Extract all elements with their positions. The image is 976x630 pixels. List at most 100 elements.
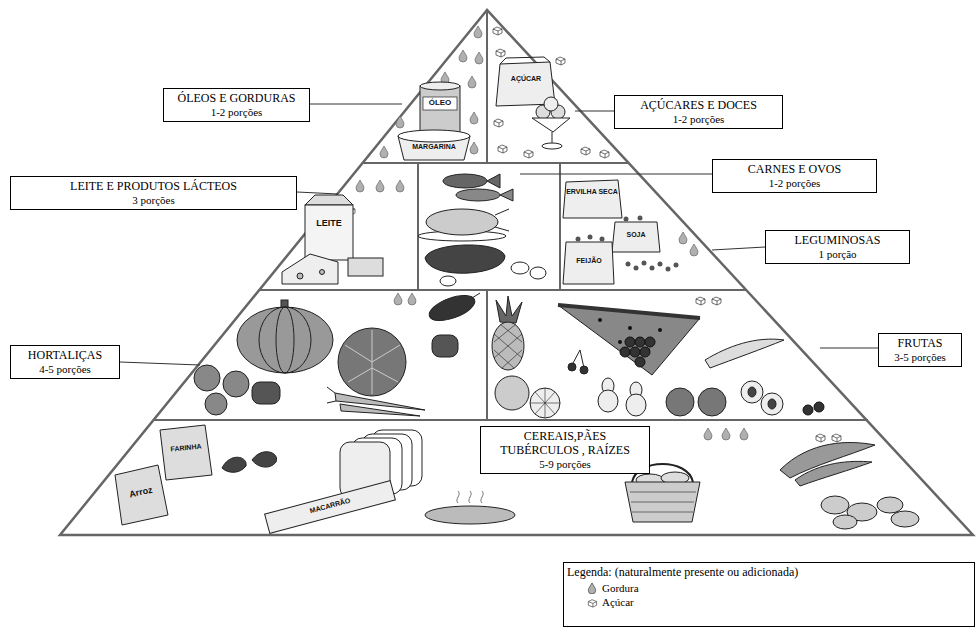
beans-part: [576, 237, 581, 242]
watermelon: [558, 305, 700, 375]
sugar-cubes-part: [493, 27, 502, 35]
cabbage-part: [338, 328, 406, 396]
food-group-box: CARNES E OVOS1-2 porções: [712, 159, 877, 193]
group-name: HORTALIÇAS: [18, 349, 112, 363]
sugar-cubes-part: [496, 49, 505, 57]
peaches: [741, 381, 783, 415]
roast-chicken-part: [495, 209, 509, 231]
watermelon-part: [558, 305, 700, 375]
pineapple-part: [494, 324, 522, 368]
legend-symbol-shape: [588, 600, 596, 607]
berries-part: [803, 405, 813, 415]
watermelon-part-part: [658, 328, 662, 332]
grapes-part: [625, 337, 635, 347]
steak-and-eggs-part: [440, 276, 456, 286]
banana-part: [705, 339, 784, 368]
fat-drops-part: [394, 293, 402, 305]
peppers-part: [252, 382, 280, 404]
portion-count: 5-9 porções: [488, 458, 642, 471]
margarine-tub-part: [398, 130, 470, 142]
fat-drops-part: [722, 428, 730, 440]
apples: [666, 388, 726, 416]
tomatoes: [194, 365, 249, 415]
carrots-part: [327, 387, 336, 403]
leader-lines-part: [712, 247, 765, 250]
cheese: [282, 254, 338, 284]
pyramid-outline-part-part: [363, 162, 629, 164]
legume-bags-part: [563, 242, 614, 284]
yogurt-cup: [348, 258, 383, 276]
oil-can-part: [420, 86, 460, 134]
beans-part: [588, 235, 593, 240]
fat-drops-part: [475, 52, 483, 64]
group-name: FRUTAS: [886, 337, 954, 351]
steak-and-eggs-part: [530, 267, 546, 279]
legend-text: Açúcar: [602, 596, 634, 608]
fat-drops: [356, 26, 748, 440]
beans-part: [674, 263, 679, 268]
pyramid-outline-part-part: [259, 289, 747, 291]
package-label: SOJA: [614, 231, 658, 238]
potatoes-part: [877, 497, 903, 513]
beans-part: [600, 237, 605, 242]
tortilla-part: [457, 491, 483, 503]
pyramid-outline-part-part: [417, 163, 419, 290]
peaches-part: [741, 381, 763, 403]
cherries: [568, 350, 588, 374]
pyramid-outline-part-part: [154, 419, 868, 421]
watermelon-part-part: [598, 318, 602, 322]
leader-lines-part: [310, 104, 402, 105]
package-label: MARGARINA: [404, 143, 464, 150]
sugar-cubes-part: [524, 150, 533, 158]
legend-entry: Açúcar: [586, 596, 634, 608]
oil-can-part: [420, 82, 460, 90]
group-name: CARNES E OVOS: [720, 163, 869, 177]
beans-part: [638, 216, 643, 221]
legend-text: Gordura: [602, 582, 639, 594]
leaves: [222, 452, 277, 473]
beans-part: [650, 266, 655, 271]
ice-cream-sundae-part: [532, 118, 570, 132]
eggplant: [426, 290, 480, 325]
leader-lines-part: [120, 362, 200, 365]
grapes-part: [620, 347, 630, 357]
fat-drops-part: [470, 112, 478, 124]
legend-frame: [564, 563, 975, 627]
package-label: FEIJÃO: [566, 257, 612, 264]
food-group-box: FRUTAS3-5 porções: [878, 333, 962, 367]
pineapple-part: [492, 322, 524, 370]
pasta-package-part: [265, 481, 396, 534]
fish-part: [487, 174, 500, 188]
yogurt-cup-part: [348, 258, 383, 276]
pears-part: [598, 390, 618, 412]
legume-bags-part: [563, 180, 622, 218]
cabbage-part: [345, 330, 400, 394]
fat-drops-part: [740, 428, 748, 440]
group-name: AÇÚCARES E DOCES: [622, 99, 775, 113]
milk-carton-part: [305, 195, 353, 205]
steak-and-eggs-part: [511, 262, 529, 274]
fat-drops-part: [679, 232, 687, 244]
portion-count: 4-5 porções: [18, 363, 112, 376]
legume-bags: [563, 180, 660, 284]
banana: [705, 339, 784, 368]
pineapple-part: [496, 296, 522, 323]
package-label: ÓLEO: [423, 99, 457, 107]
portion-count: 1-2 porções: [622, 113, 775, 126]
grapes-part: [635, 357, 645, 367]
bread-basket-part: [630, 492, 696, 512]
roast-chicken: [418, 209, 509, 241]
rice-bag: [115, 465, 168, 525]
pasta-package: [265, 481, 396, 534]
carrots: [327, 387, 425, 416]
bread-basket-part: [625, 482, 700, 522]
milk-carton-part: [305, 205, 353, 260]
peaches-part: [768, 399, 776, 409]
leaves-part: [222, 457, 246, 472]
cherries-part: [568, 363, 576, 371]
fat-drops-part: [376, 180, 384, 192]
portion-count: 1-2 porções: [171, 106, 302, 119]
beans-part: [642, 261, 647, 266]
oranges: [495, 376, 560, 418]
